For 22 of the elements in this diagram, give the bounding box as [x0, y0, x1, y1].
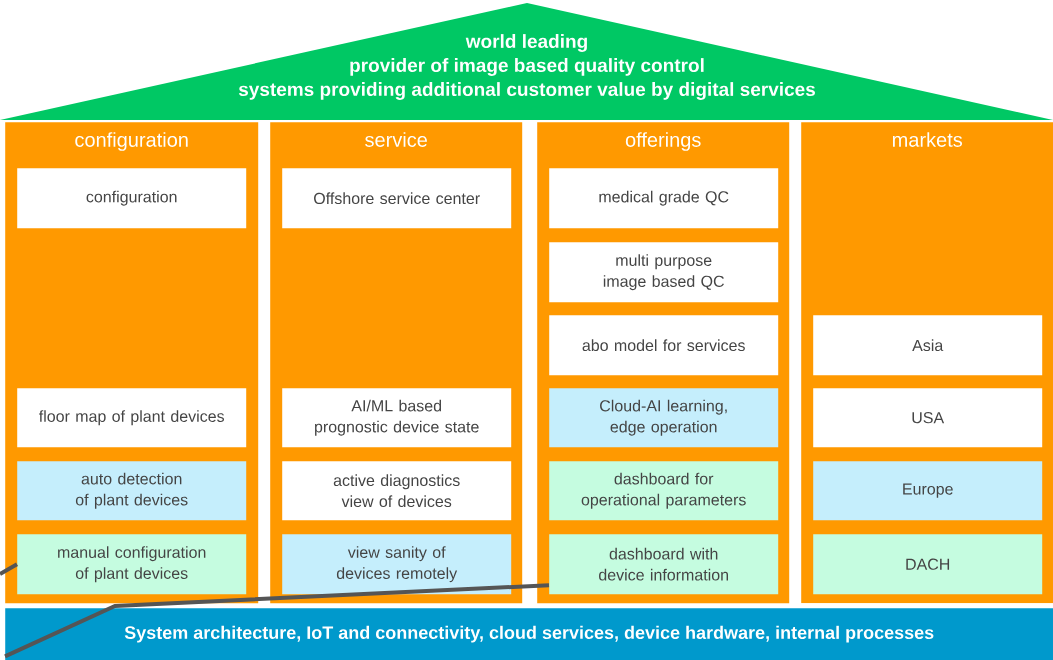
- foundation-band: System architecture, IoT and connectivity, cloud services, device hardware, internal processes: [5, 608, 1053, 660]
- item-box: medical grade QC: [549, 168, 779, 229]
- item-box: abo model for services: [549, 315, 779, 376]
- leader-line: [4, 583, 550, 659]
- item-box: AI/ML based prognostic device state: [282, 388, 512, 448]
- leader-line: [0, 562, 18, 576]
- item-box: dashboard with device information: [549, 534, 779, 595]
- item-box: Europe: [813, 461, 1043, 521]
- item-box: Cloud-AI learning, edge operation: [549, 388, 779, 448]
- item-box: multi purpose image based QC: [549, 242, 779, 303]
- item-box: Asia: [813, 315, 1043, 376]
- item-box: floor map of plant devices: [17, 388, 247, 448]
- item-box: active diagnostics view of devices: [282, 461, 512, 521]
- item-box: view sanity of devices remotely: [282, 534, 512, 595]
- item-box: manual configuration of plant devices: [17, 534, 247, 595]
- item-box: auto detection of plant devices: [17, 461, 247, 521]
- item-box: USA: [813, 388, 1043, 448]
- item-box: configuration: [17, 168, 247, 229]
- item-box: dashboard for operational parameters: [549, 461, 779, 521]
- roof-banner: world leading provider of image based quality control systems providing additional customer value by digital services: [0, 3, 1053, 120]
- item-box: Offshore service center: [282, 168, 512, 229]
- item-box: DACH: [813, 534, 1043, 595]
